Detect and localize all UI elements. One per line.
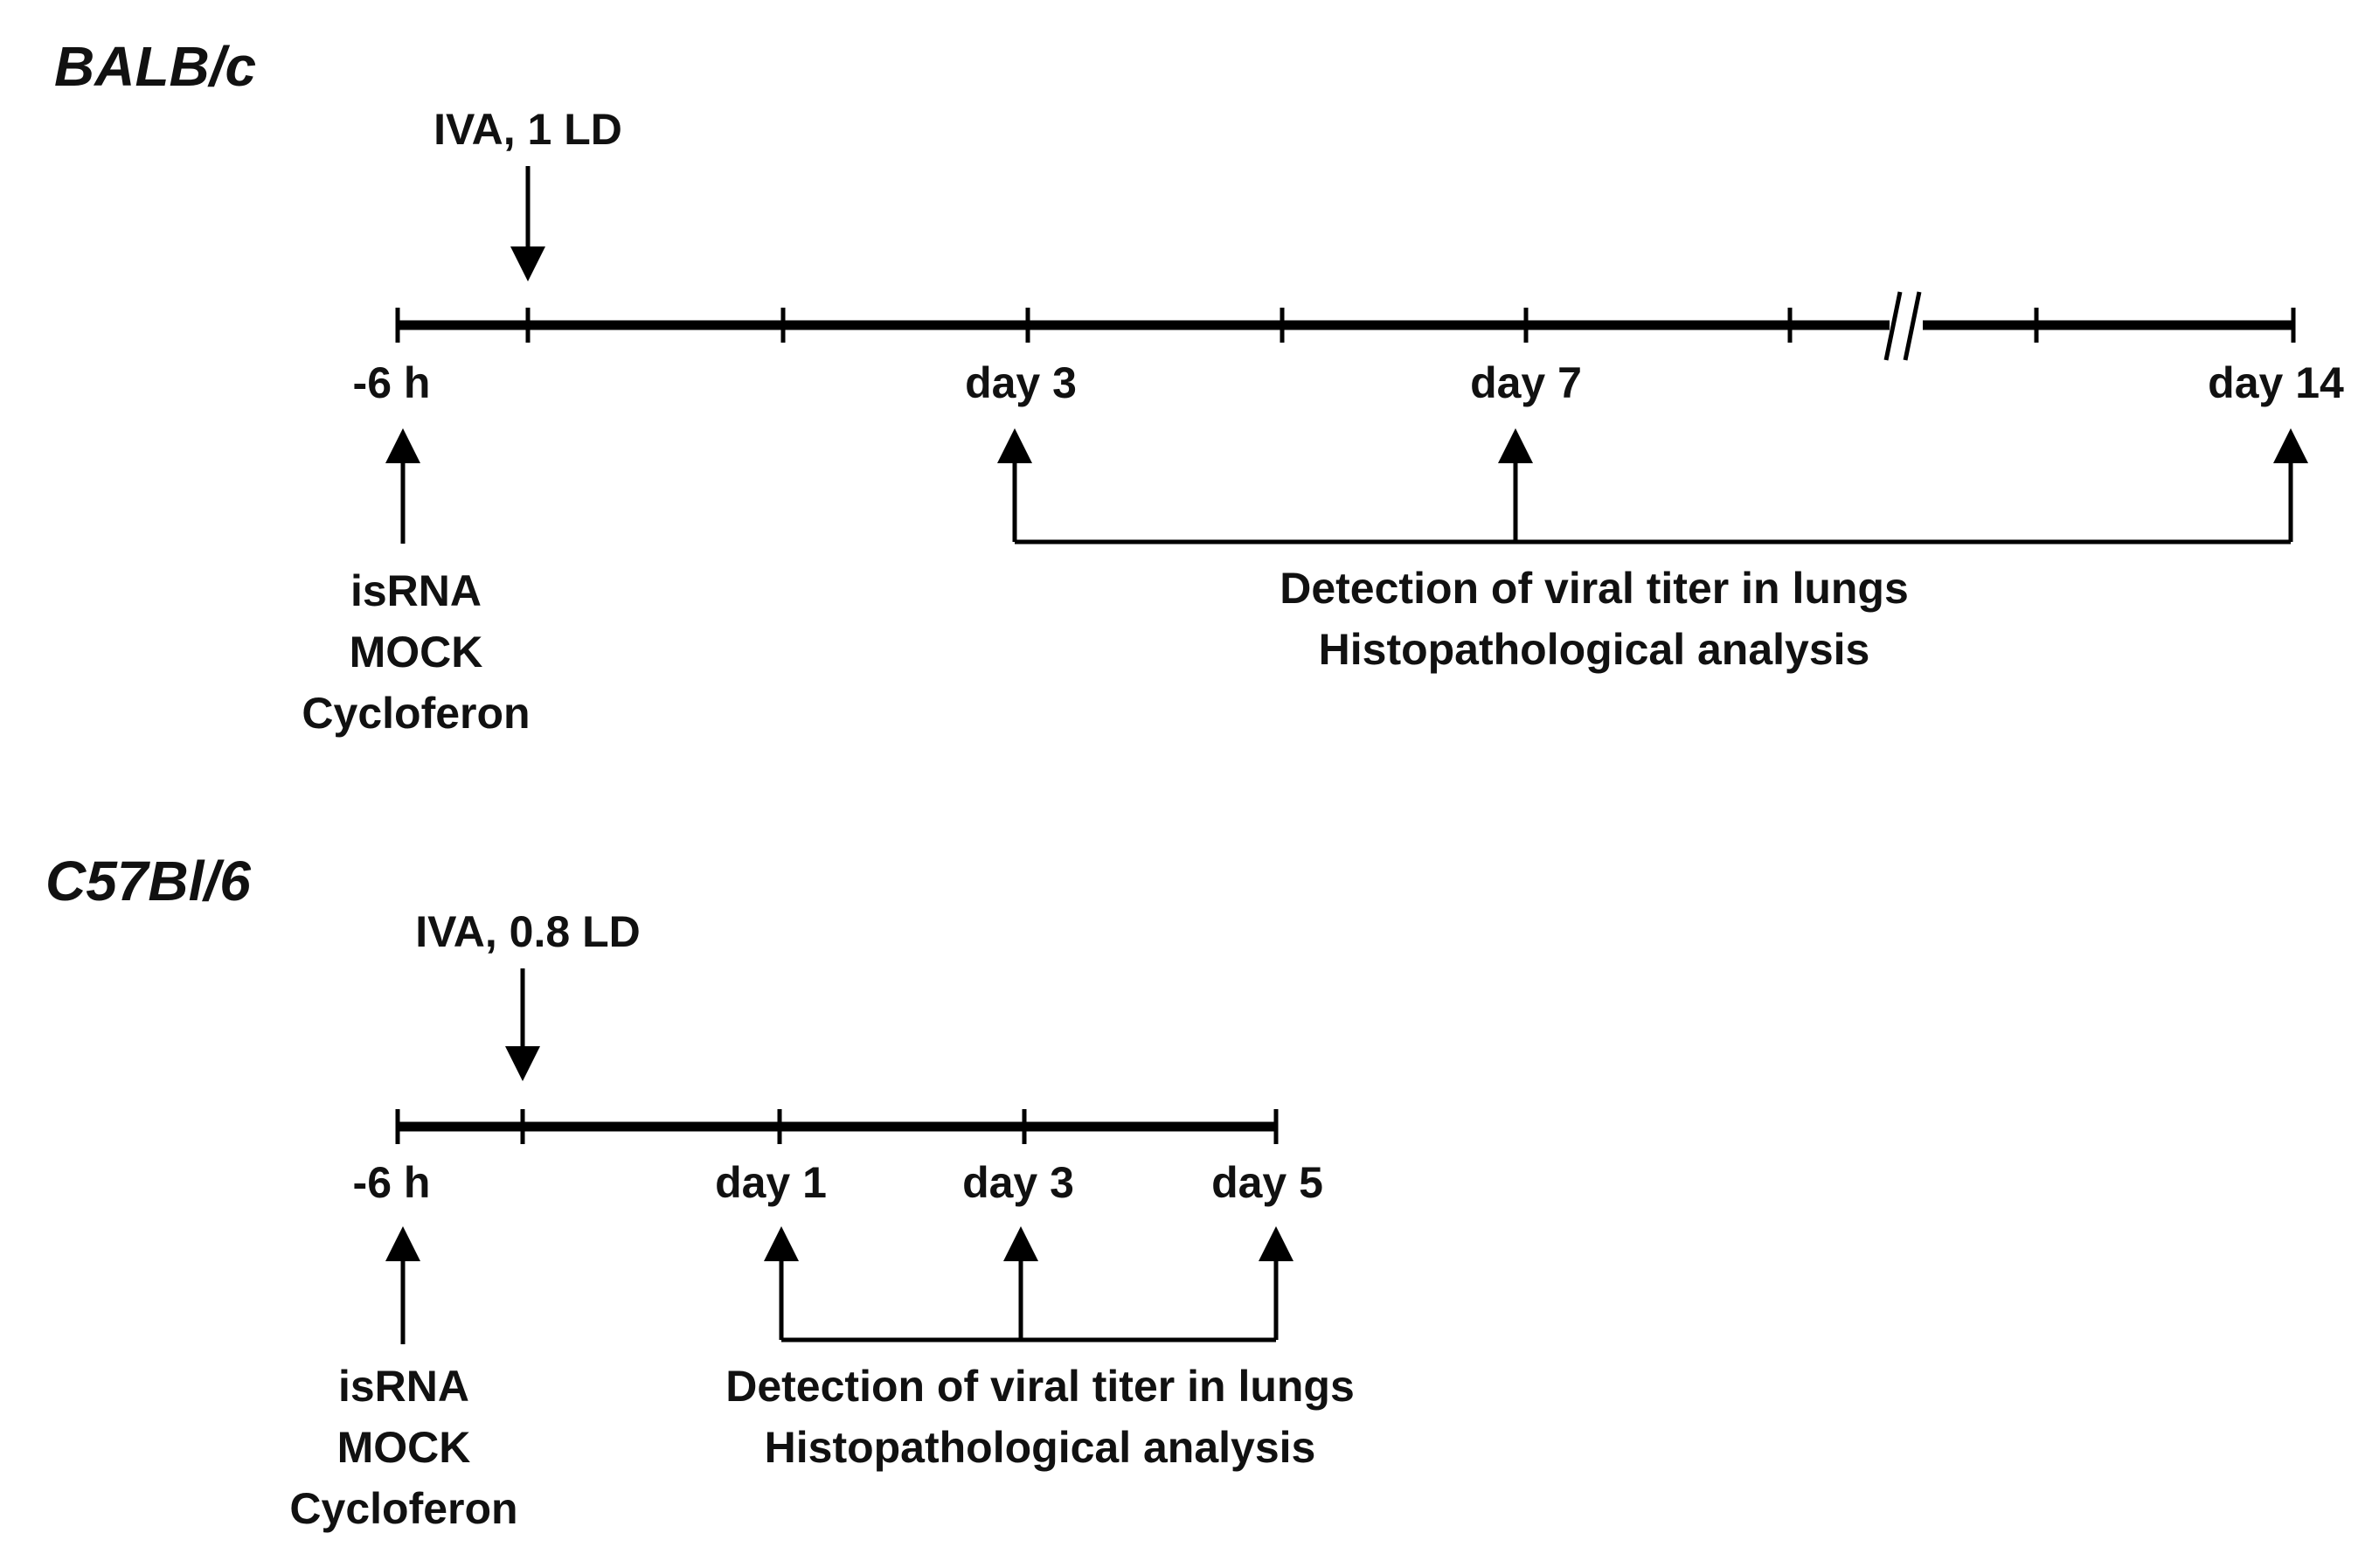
timepoint-label: day 14 <box>2208 358 2344 407</box>
treatment-label: MOCK <box>350 628 483 676</box>
treatment-arrow <box>385 1226 420 1344</box>
infection-label: IVA, 1 LD <box>433 105 622 154</box>
infection-arrow <box>505 968 540 1081</box>
analysis-label: Histopathological analysis <box>765 1423 1316 1472</box>
timepoint-label: day 3 <box>962 1158 1074 1207</box>
treatment-label: isRNA <box>350 566 482 615</box>
panel-title: C57Bl/6 <box>45 850 251 912</box>
treatment-label: Cycloferon <box>289 1484 517 1533</box>
timepoint-label: day 5 <box>1211 1158 1323 1207</box>
infection-label: IVA, 0.8 LD <box>415 907 640 956</box>
infection-arrow <box>510 166 545 281</box>
axis-break-mark <box>1883 291 1922 361</box>
timepoint-label: day 7 <box>1470 358 1582 407</box>
timepoint-label: -6 h <box>353 1158 431 1207</box>
sampling-arrowhead <box>2273 428 2308 463</box>
timepoint-label: day 1 <box>715 1158 827 1207</box>
treatment-label: MOCK <box>337 1423 471 1472</box>
sampling-arrowhead <box>1259 1226 1294 1261</box>
panel-title: BALB/c <box>54 35 256 98</box>
timepoint-label: -6 h <box>353 358 431 407</box>
analysis-label: Detection of viral titer in lungs <box>725 1362 1355 1411</box>
analysis-label: Detection of viral titer in lungs <box>1280 564 1909 613</box>
analysis-label: Histopathological analysis <box>1319 625 1870 674</box>
treatment-label: Cycloferon <box>302 689 530 738</box>
timeline-axis <box>395 291 2296 361</box>
sampling-bracket <box>764 1226 1294 1343</box>
sampling-arrowhead <box>1003 1226 1038 1261</box>
sampling-bracket <box>997 428 2308 545</box>
sampling-arrowhead <box>997 428 1032 463</box>
panel-balbc: BALB/c IVA, 1 LD -6 h day 3 <box>54 35 2344 738</box>
sampling-arrowhead <box>764 1226 799 1261</box>
sampling-arrowhead <box>1498 428 1533 463</box>
treatment-arrow <box>385 428 420 544</box>
timeline-axis <box>395 1109 1279 1144</box>
timepoint-label: day 3 <box>965 358 1077 407</box>
panel-c57bl6: C57Bl/6 IVA, 0.8 LD -6 h day 1 day 3 day… <box>45 850 1355 1533</box>
treatment-label: isRNA <box>338 1362 469 1411</box>
